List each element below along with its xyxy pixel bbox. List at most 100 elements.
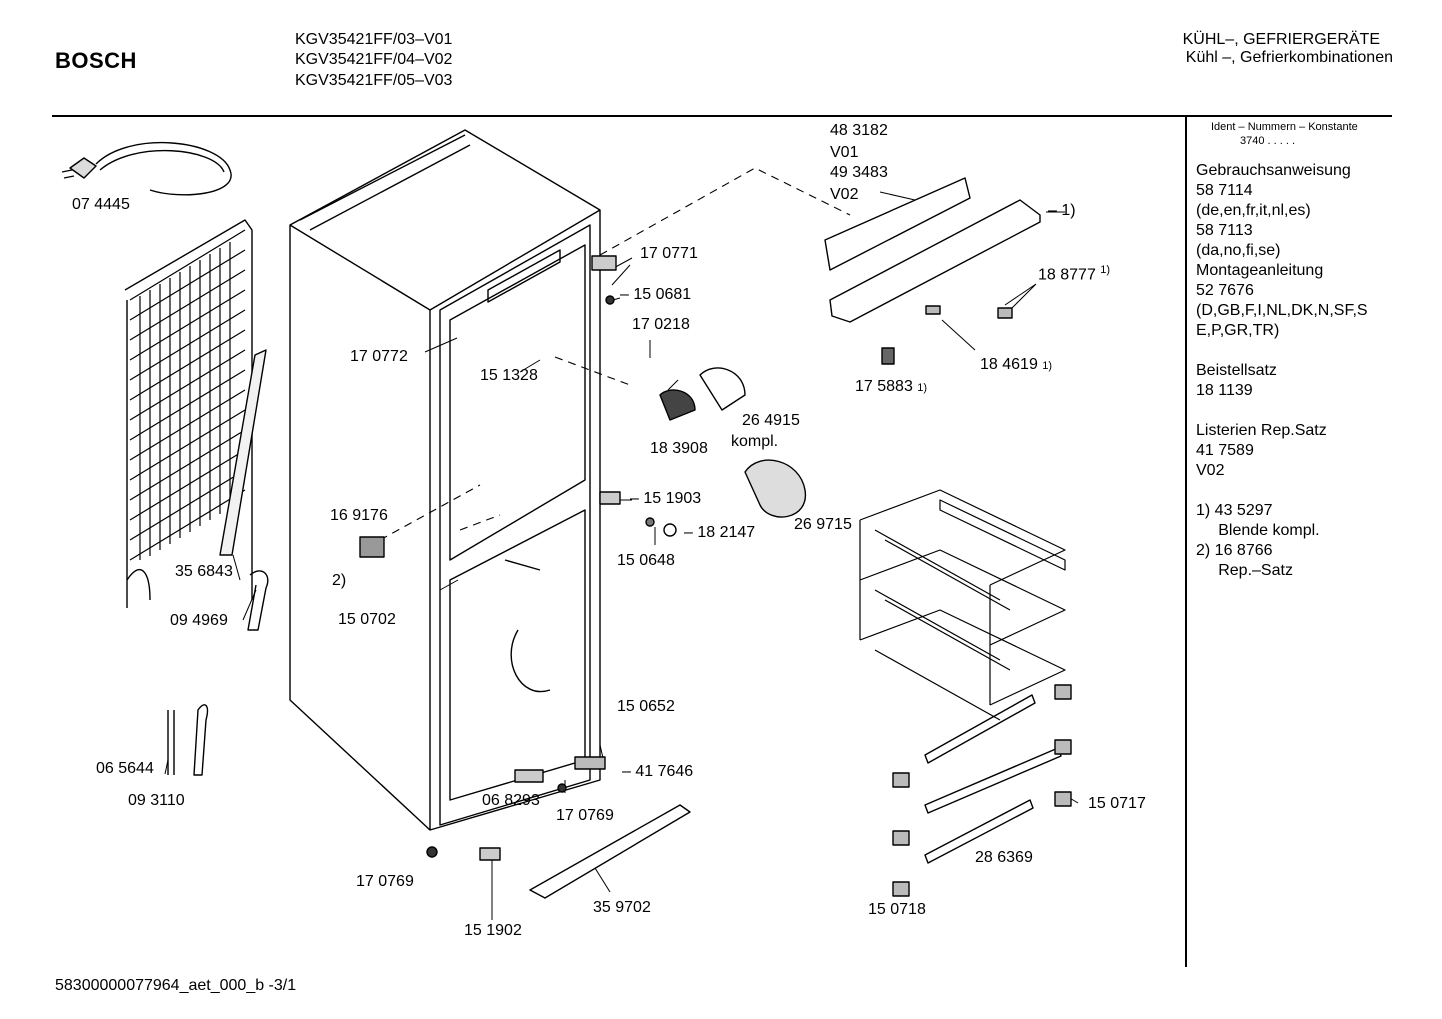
shelves-drawing xyxy=(859,489,1066,721)
header-divider xyxy=(52,115,1392,117)
part-label: 35 6843 xyxy=(175,563,233,580)
drain-tube-drawing xyxy=(247,570,269,631)
screw-3-drawing xyxy=(426,846,438,858)
hinge-bottom-drawing xyxy=(479,847,501,861)
part-label: 17 0769 xyxy=(356,873,414,890)
sidebar-line: 18 1139 xyxy=(1196,382,1253,399)
document-id: 58300000077964_aet_000_b -3/1 xyxy=(55,977,297,994)
part-label: 18 8777 1) xyxy=(1038,261,1110,284)
sidebar-line xyxy=(1196,481,1368,501)
drawer-slide-4 xyxy=(892,772,910,788)
sidebar-line: Blende kompl. xyxy=(1196,522,1320,539)
ident-label: Ident – Nummern – Konstante xyxy=(1211,121,1358,133)
sidebar-text: Gebrauchsanweisung 58 7114 (de,en,fr,it,… xyxy=(1196,161,1368,581)
sidebar-line: (D,GB,F,I,NL,DK,N,SF,S xyxy=(1196,302,1368,319)
part-label: – 1) xyxy=(1048,202,1076,219)
part-label: 15 0702 xyxy=(338,611,396,628)
part-label: 07 4445 xyxy=(72,196,130,213)
sidebar-line: Rep.–Satz xyxy=(1196,562,1293,579)
exploded-parts-drawing xyxy=(61,129,1079,920)
drawer-slide-1 xyxy=(1054,684,1072,700)
part-label: – 41 7646 xyxy=(622,763,694,780)
part-label: 15 0652 xyxy=(617,698,675,715)
drawer-slide-6 xyxy=(892,881,910,897)
part-note: 1) xyxy=(917,382,928,394)
light-shade-drawing xyxy=(659,389,696,421)
part-number: 18 4619 xyxy=(980,356,1038,373)
lamp-cover-drawing xyxy=(699,367,746,411)
part-label: 17 5883 1) xyxy=(855,378,927,396)
sidebar-line xyxy=(1196,401,1368,421)
hinge-top-drawing xyxy=(591,255,617,271)
drawer-slide-5 xyxy=(892,830,910,846)
part-label: 15 0718 xyxy=(868,901,926,918)
fan-housing-drawing xyxy=(744,459,806,518)
part-label: – 18 2147 xyxy=(684,524,756,541)
brand-logo: BOSCH xyxy=(55,48,137,73)
sidebar-line: Beistellsatz xyxy=(1196,362,1277,379)
model-line-2: KGV35421FF/04–V02 xyxy=(295,51,453,68)
panel-cover-drawing xyxy=(829,199,1041,323)
part-label: – 15 1903 xyxy=(630,490,702,507)
part-label: 18 4619 1) xyxy=(980,356,1052,374)
sidebar-line: 58 7113 xyxy=(1196,222,1253,239)
part-label: 09 3110 xyxy=(128,792,185,809)
sidebar-line: 41 7589 xyxy=(1196,442,1254,459)
part-label: 15 1902 xyxy=(464,922,522,939)
part-note: 1) xyxy=(1100,264,1111,276)
sidebar-line: E,P,GR,TR) xyxy=(1196,322,1280,339)
thermostat-drawing xyxy=(359,536,385,558)
part-label: 17 0771 xyxy=(640,245,698,262)
sidebar-line: 2) 16 8766 xyxy=(1196,542,1273,559)
category-line-2: Kühl –, Gefrierkombinationen xyxy=(1185,49,1393,66)
power-cord-drawing xyxy=(61,141,232,196)
part-label: 35 9702 xyxy=(593,899,651,916)
part-label: 17 0769 xyxy=(556,807,614,824)
sidebar-line: Listerien Rep.Satz xyxy=(1196,422,1327,439)
category-line-1: KÜHL–, GEFRIERGERÄTE xyxy=(1182,31,1380,48)
part-label: 15 0648 xyxy=(617,552,675,569)
part-label: 48 3182 xyxy=(830,122,888,139)
bulb-holder-drawing xyxy=(997,307,1013,319)
part-label: 15 1328 xyxy=(480,367,538,384)
front-trim-drawing xyxy=(529,804,691,899)
part-note: 1) xyxy=(1042,360,1053,372)
part-label: 06 8293 xyxy=(482,792,540,809)
washer-drawing xyxy=(663,523,677,537)
part-label: 16 9176 xyxy=(330,507,388,524)
hinge-cover-drawing xyxy=(514,769,544,783)
ident-value: 3740 . . . . . xyxy=(1240,135,1296,147)
part-label: 17 0218 xyxy=(632,316,690,333)
model-line-1: KGV35421FF/03–V01 xyxy=(295,31,453,48)
part-label: – 15 0681 xyxy=(620,286,692,303)
part-label: 17 0772 xyxy=(350,348,408,365)
part-label: 18 3908 xyxy=(650,440,708,457)
part-label: 15 0717 xyxy=(1088,795,1146,812)
part-label: 2) xyxy=(332,572,347,589)
sidebar-line: 1) 43 5297 xyxy=(1196,502,1273,519)
part-label: V02 xyxy=(830,186,859,203)
sidebar-line xyxy=(1196,341,1368,361)
drawer-slide-3 xyxy=(1054,791,1072,807)
part-number: 17 5883 xyxy=(855,378,913,395)
part-label: kompl. xyxy=(731,433,779,450)
model-line-3: KGV35421FF/05–V03 xyxy=(295,72,453,89)
part-label: 26 9715 xyxy=(794,516,852,533)
sidebar-line: Gebrauchsanweisung xyxy=(1196,162,1351,179)
part-label: 06 5644 xyxy=(96,760,154,777)
part-label: 49 3483 xyxy=(830,164,888,181)
hinge-middle-drawing xyxy=(599,491,621,505)
clip-drawing xyxy=(925,305,941,315)
part-label: 26 4915 xyxy=(742,412,800,429)
control-panel-drawing xyxy=(824,177,971,271)
drawer-rail-2 xyxy=(924,747,1062,814)
drawer-rail-3 xyxy=(924,799,1034,864)
part-label: 09 4969 xyxy=(170,612,228,629)
sidebar-line: 52 7676 xyxy=(1196,282,1254,299)
drawer-slide-2 xyxy=(1054,739,1072,755)
part-label: 28 6369 xyxy=(975,849,1033,866)
sidebar-line: (da,no,fi,se) xyxy=(1196,242,1281,259)
drawer-rail-1 xyxy=(924,694,1036,764)
sidebar-line: (de,en,fr,it,nl,es) xyxy=(1196,202,1311,219)
sensor-drawing xyxy=(167,710,175,775)
